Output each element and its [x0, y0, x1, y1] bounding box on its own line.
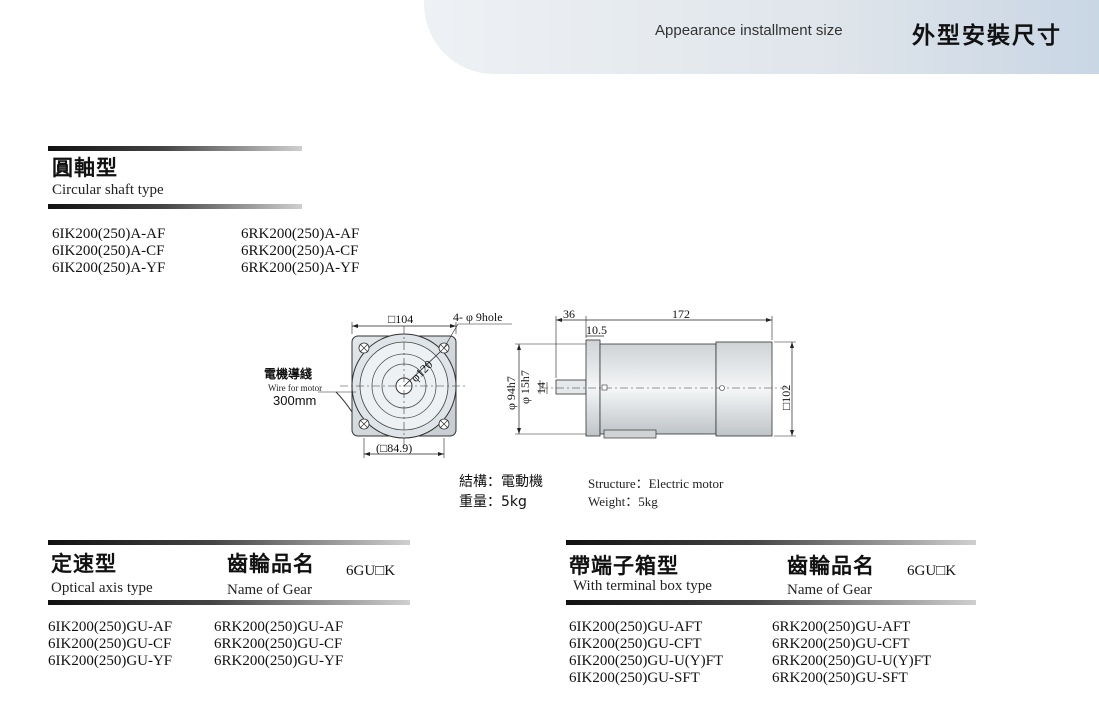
terminal-models-right: 6RK200(250)GU-AFT 6RK200(250)GU-CFT 6RK2… [772, 619, 931, 687]
model-item: 6RK200(250)GU-AFT [772, 619, 911, 635]
section-bar-top [48, 146, 302, 151]
model-item: 6RK200(250)GU-SFT [772, 670, 908, 686]
model-item: 6RK200(250)A-CF [241, 243, 359, 259]
optical-gear-en: Name of Gear [227, 582, 312, 598]
model-item: 6IK200(250)GU-YF [48, 653, 173, 669]
front-view [318, 322, 512, 458]
header-title-zh: 外型安裝尺寸 [912, 23, 1062, 49]
optical-title-zh: 定速型 [51, 552, 117, 576]
model-item: 6IK200(250)GU-AFT [569, 619, 703, 635]
circular-models-left: 6IK200(250)A-AF 6IK200(250)A-CF 6IK200(2… [52, 226, 165, 277]
model-item: 6IK200(250)A-AF [52, 226, 166, 242]
header-banner [424, 0, 1099, 74]
front-bottom-label: (□84.9) [376, 441, 412, 455]
side-view [515, 316, 796, 439]
header-title-en: Appearance installment size [655, 22, 843, 39]
model-item: 6RK200(250)GU-U(Y)FT [772, 653, 932, 669]
dim-15-label: φ 15h7 [518, 370, 532, 404]
optical-models-left: 6IK200(250)GU-AF 6IK200(250)GU-CF 6IK200… [48, 619, 172, 670]
model-item: 6RK200(250)A-AF [241, 226, 360, 242]
model-item: 6RK200(250)GU-CF [214, 636, 343, 652]
model-item: 6RK200(250)A-YF [241, 260, 360, 276]
wire-label-zh: 電機導綫 [264, 366, 312, 381]
model-item: 6IK200(250)A-YF [52, 260, 166, 276]
weight-label-zh: 重量：5kg [459, 494, 527, 510]
dim-105-label: 10.5 [586, 323, 607, 337]
model-item: 6RK200(250)GU-CFT [772, 636, 910, 652]
dim-102-label: □102 [779, 385, 793, 410]
model-item: 6IK200(250)GU-AF [48, 619, 173, 635]
optical-bar-bottom [48, 600, 410, 605]
model-item: 6IK200(250)GU-CF [48, 636, 172, 652]
circular-models-right: 6RK200(250)A-AF 6RK200(250)A-CF 6RK200(2… [241, 226, 359, 277]
circular-title-en: Circular shaft type [52, 182, 164, 198]
optical-gear-code: 6GU□K [346, 563, 396, 579]
front-size-label: □104 [388, 312, 413, 326]
structure-label-zh: 結構：電動機 [459, 474, 543, 490]
optical-gear-zh: 齒輪品名 [227, 552, 315, 576]
circular-title-zh: 圓軸型 [52, 156, 118, 180]
model-item: 6IK200(250)GU-U(Y)FT [569, 653, 724, 669]
model-item: 6RK200(250)GU-AF [214, 619, 344, 635]
dim-94-label: φ 94h7 [504, 376, 518, 410]
terminal-bar-top [566, 540, 976, 545]
dim-14-label: 14 [534, 382, 548, 394]
wire-length-label: 300mm [273, 393, 316, 408]
model-item: 6IK200(250)A-CF [52, 243, 165, 259]
model-item: 6RK200(250)GU-YF [214, 653, 344, 669]
dim-36-label: 36 [563, 307, 575, 321]
terminal-title-zh: 帶端子箱型 [569, 554, 679, 578]
optical-bar-top [48, 540, 410, 545]
terminal-gear-code: 6GU□K [907, 563, 957, 579]
structure-label-en: Structure：Electric motor [588, 476, 724, 491]
terminal-bar-bottom [566, 600, 976, 605]
optical-title-en: Optical axis type [51, 580, 153, 596]
terminal-gear-en: Name of Gear [787, 582, 872, 598]
model-item: 6IK200(250)GU-SFT [569, 670, 700, 686]
terminal-gear-zh: 齒輪品名 [787, 554, 875, 578]
terminal-models-left: 6IK200(250)GU-AFT 6IK200(250)GU-CFT 6IK2… [569, 619, 723, 687]
section-bar-bottom [48, 204, 302, 209]
terminal-title-en: With terminal box type [573, 578, 712, 594]
model-item: 6IK200(250)GU-CFT [569, 636, 702, 652]
weight-label-en: Weight：5kg [588, 494, 658, 509]
optical-models-right: 6RK200(250)GU-AF 6RK200(250)GU-CF 6RK200… [214, 619, 343, 670]
wire-label-en: Wire for motor [268, 383, 322, 393]
hole-label: 4- φ 9hole [453, 310, 503, 324]
dim-172-label: 172 [672, 307, 690, 321]
